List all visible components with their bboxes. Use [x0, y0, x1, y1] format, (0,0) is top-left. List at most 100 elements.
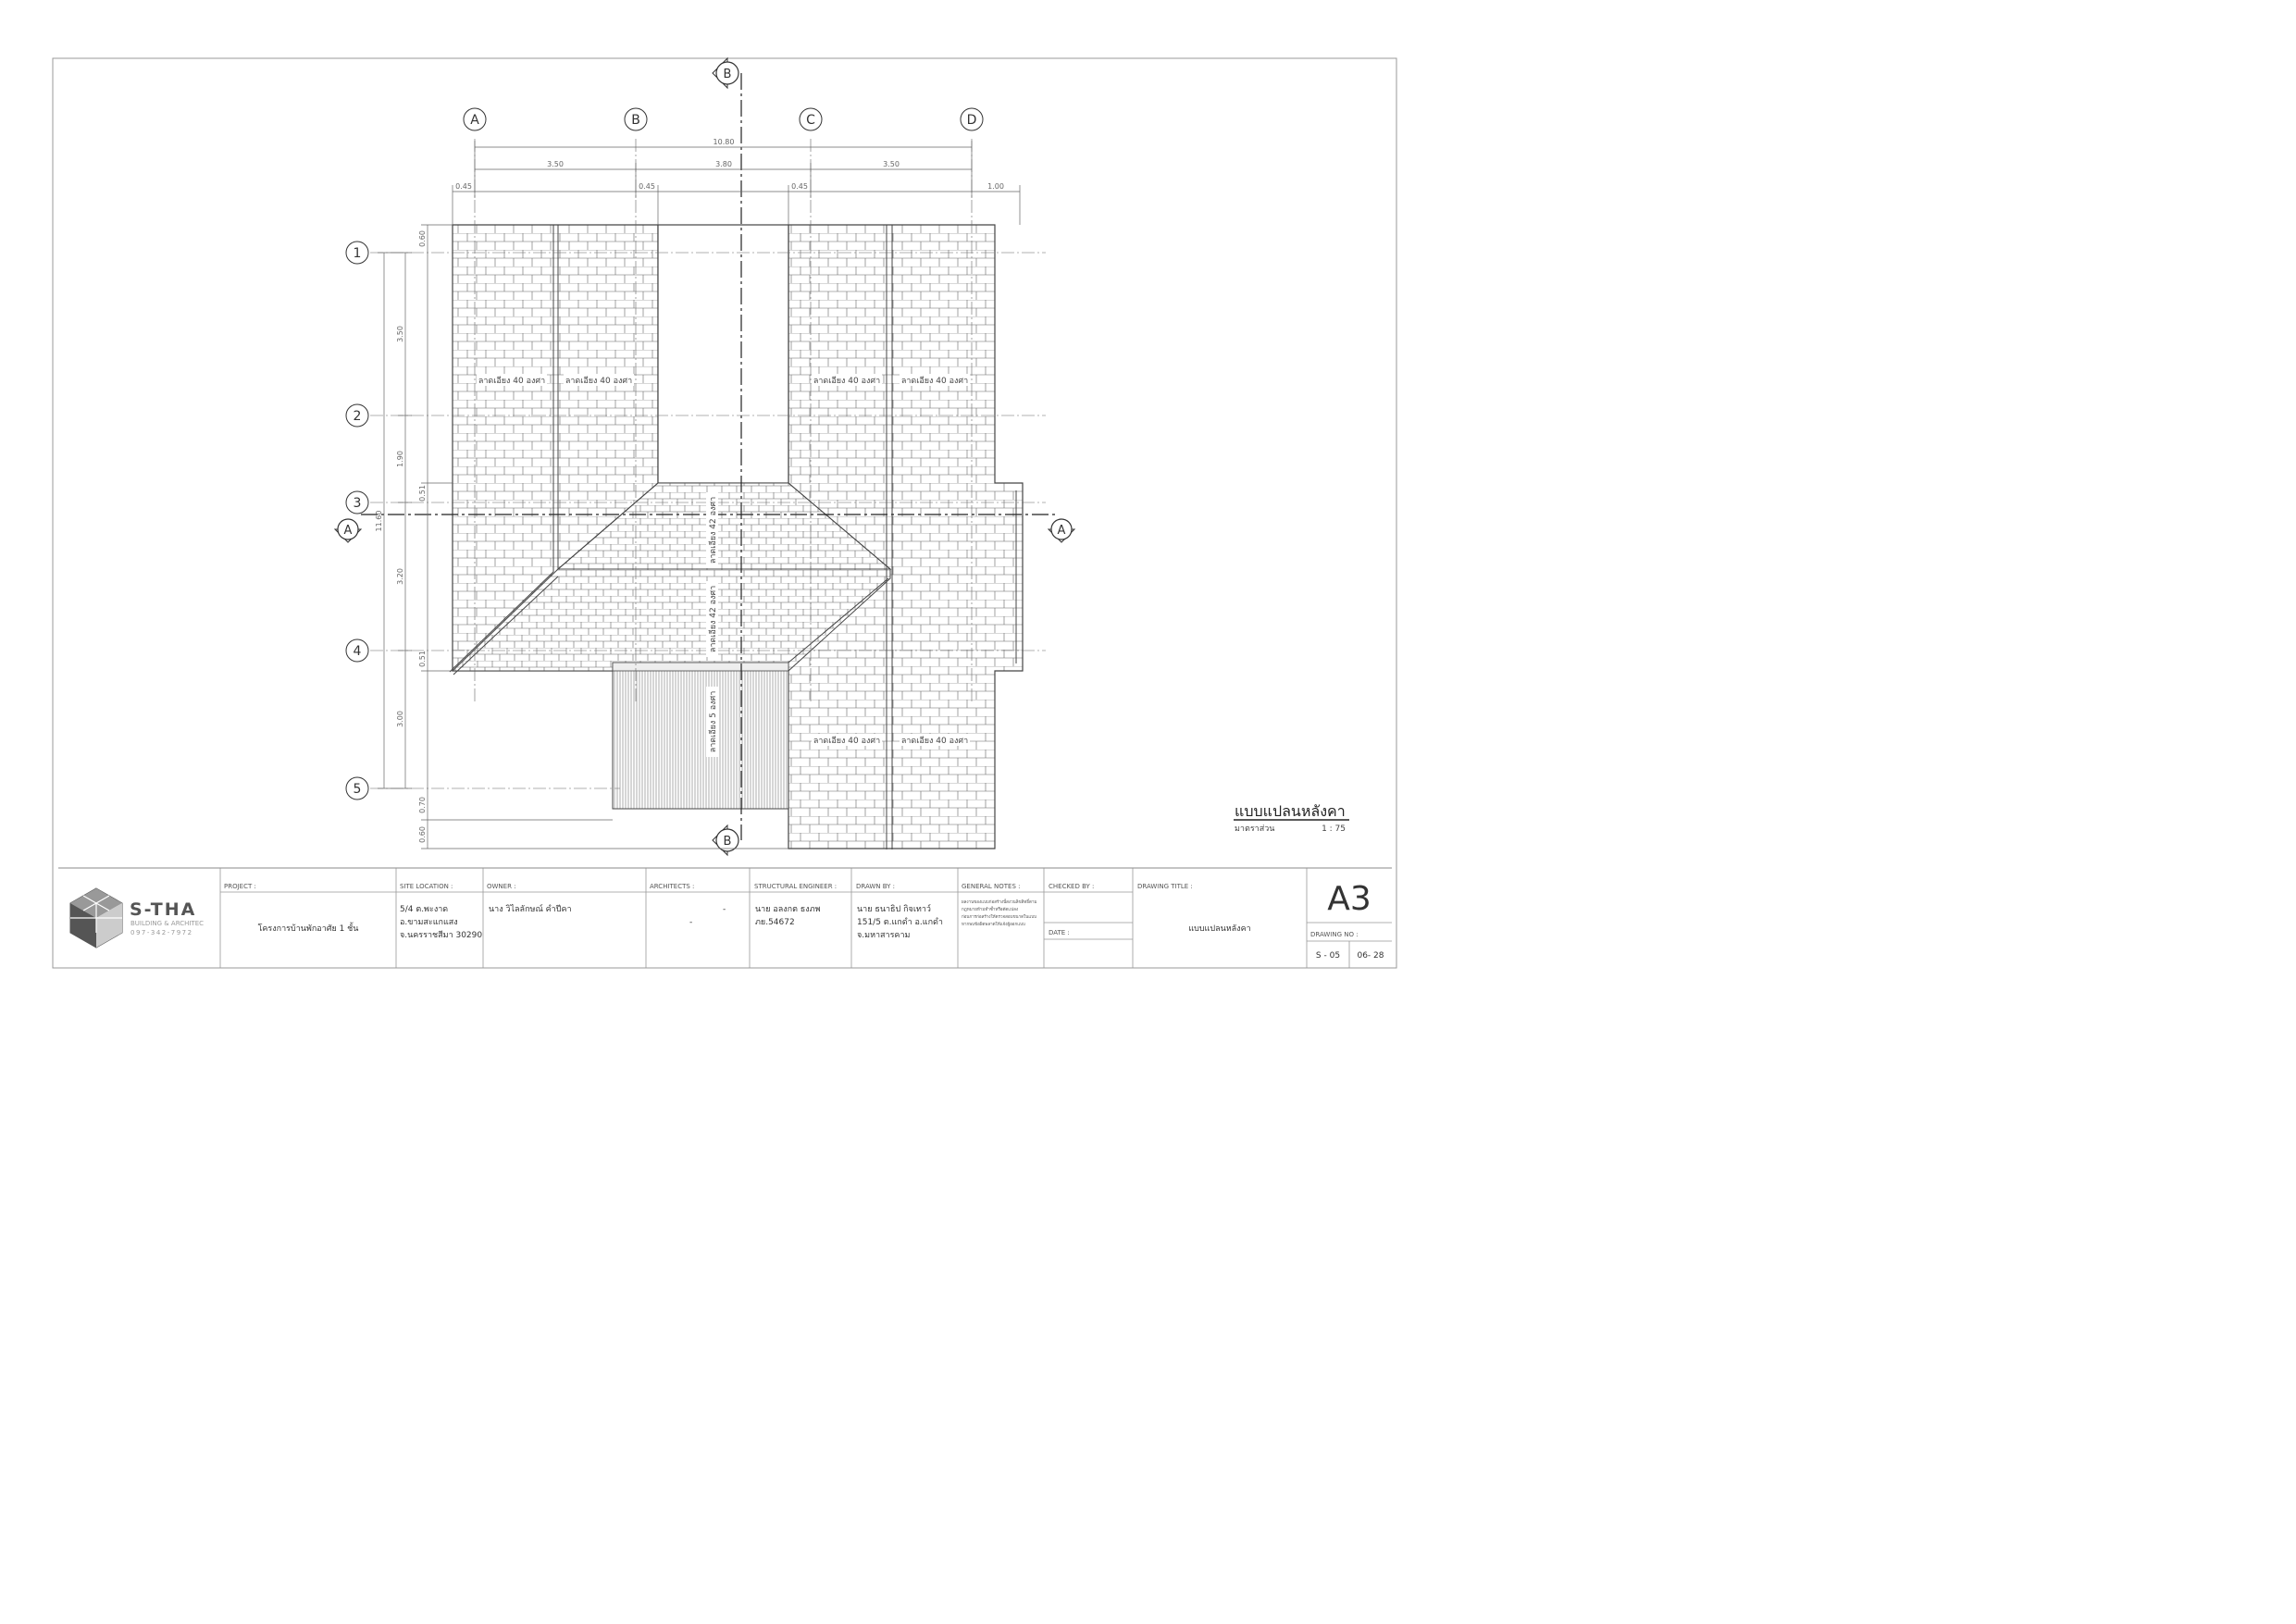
section-cut-lines — [361, 73, 1055, 840]
drawing-scale-value: 1 : 75 — [1322, 824, 1346, 834]
general-notes-label: GENERAL NOTES : — [962, 883, 1020, 890]
dim-v-4: 3.00 — [396, 711, 404, 727]
dim-overhang-4: 1.00 — [987, 182, 1004, 191]
roof-open-court — [657, 224, 789, 484]
svg-text:2: 2 — [354, 409, 362, 424]
roof-plan — [449, 224, 1024, 849]
svg-text:B: B — [724, 68, 732, 81]
column-bubble-A: A — [463, 107, 487, 131]
general-note-4: หากพบข้อผิดพลาดให้แจ้งผู้ออกแบบ — [962, 922, 1025, 927]
company-logo: S-THA BUILDING & ARCHITEC 097-342-7972 — [69, 887, 204, 948]
dim-v-1: 3.50 — [396, 326, 404, 342]
slope-label-upper-right-1: ลาดเอียง 40 องศา — [813, 376, 880, 386]
dim-v-overall: 11.60 — [375, 511, 383, 532]
svg-text:1: 1 — [354, 246, 362, 261]
slope-label-middle-1: ลาดเอียง 42 องศา — [708, 497, 718, 564]
dim-v-5a: 0.70 — [418, 797, 427, 813]
carport-roof — [612, 662, 789, 810]
svg-text:D: D — [967, 113, 977, 128]
drawn-by-label: DRAWN BY : — [856, 883, 895, 890]
slope-label-middle-2: ลาดเอียง 42 องศา — [708, 586, 718, 652]
row-bubble-4: 4 — [345, 638, 369, 663]
row-bubble-3: 3 — [345, 490, 369, 514]
slope-label-upper-left-2: ลาดเอียง 40 องศา — [565, 376, 632, 386]
drawn-by-line-1: นาย ธนาธิป กิจเทาว์ — [857, 903, 931, 914]
row-bubble-1: 1 — [345, 241, 369, 265]
dim-overhang-2: 0.45 — [639, 182, 655, 191]
svg-text:A: A — [470, 113, 479, 128]
slope-label-carport: ลาดเอียง 5 องศา — [708, 691, 718, 753]
sheet-size: A3 — [1327, 880, 1371, 918]
logo-tagline: BUILDING & ARCHITEC — [130, 920, 204, 927]
carport-gutter — [612, 662, 789, 672]
slope-label-lower-right-2: ลาดเอียง 40 องศา — [901, 736, 968, 746]
engineer-label: STRUCTURAL ENGINEER : — [754, 883, 837, 890]
svg-text:A: A — [1058, 524, 1066, 538]
drawing-scale-label: มาตราส่วน — [1235, 824, 1274, 834]
dim-v-2: 1.90 — [396, 451, 404, 467]
dim-v-5b: 0.60 — [418, 826, 427, 843]
site-line-1: 5/4 ต.พะงาด — [400, 905, 448, 914]
drawing-title-label: DRAWING TITLE : — [1137, 883, 1193, 890]
site-location-label: SITE LOCATION : — [400, 883, 453, 890]
roof-plan-drawing-sheet: A B C D 1 2 3 4 5 B B — [52, 56, 1397, 969]
row-bubble-2: 2 — [345, 403, 369, 428]
drawing-no-label: DRAWING NO : — [1310, 931, 1359, 938]
drawn-by-line-2: 151/5 ต.แกดำ อ.แกดำ — [857, 917, 943, 927]
general-note-1: ผลงานของแบบก่อสร้างนี้สงวนลิขสิทธิ์ตาม — [962, 898, 1036, 905]
horizontal-dimensions — [452, 141, 1021, 225]
section-marker-B-top: B — [712, 56, 739, 90]
dim-overhang-1: 0.45 — [455, 182, 472, 191]
svg-text:3: 3 — [354, 496, 362, 511]
dim-bay-2: 3.80 — [715, 160, 732, 168]
engineer-line-1: นาย อลงกต ธงภพ — [755, 905, 821, 914]
project-value: โครงการบ้านพักอาศัย 1 ชั้น — [258, 922, 359, 934]
section-marker-A-left: A — [333, 518, 363, 543]
checked-by-label: CHECKED BY : — [1049, 883, 1094, 890]
svg-text:B: B — [724, 835, 732, 849]
column-bubble-C: C — [799, 107, 823, 131]
drawing-title: แบบแปลนหลังคา — [1235, 802, 1346, 820]
svg-text:B: B — [631, 113, 640, 128]
date-label: DATE : — [1049, 929, 1070, 936]
section-marker-A-right: A — [1047, 518, 1076, 543]
svg-text:A: A — [344, 524, 353, 538]
dim-overhang-3: 0.45 — [791, 182, 808, 191]
logo-phone: 097-342-7972 — [130, 929, 193, 936]
vertical-dimensions — [378, 224, 788, 849]
slope-label-upper-left-1: ลาดเอียง 40 องศา — [478, 376, 545, 386]
site-line-2: อ.ขามสะแกแสง — [400, 918, 458, 927]
architects-label: ARCHITECTS : — [650, 883, 694, 890]
logo-name: S-THA — [130, 899, 196, 920]
project-label: PROJECT : — [224, 883, 256, 890]
sheet-number: 06- 28 — [1357, 951, 1384, 961]
architects-value-2: - — [689, 918, 692, 927]
row-bubble-5: 5 — [345, 776, 369, 800]
drawn-by-line-3: จ.มหาสารคาม — [857, 931, 911, 940]
architects-value-1: - — [723, 905, 726, 914]
drawing-title-value: แบบแปลนหลังคา — [1188, 924, 1250, 934]
svg-text:C: C — [806, 113, 815, 128]
roof-slope-labels: ลาดเอียง 40 องศา ลาดเอียง 40 องศา ลาดเอี… — [477, 374, 970, 757]
dim-v-overhang-top: 0.60 — [418, 230, 427, 247]
slope-label-lower-right-1: ลาดเอียง 40 องศา — [813, 736, 880, 746]
dim-bay-1: 3.50 — [547, 160, 564, 168]
sheet-border — [52, 57, 1397, 969]
engineer-line-2: ภย.54672 — [755, 918, 795, 927]
title-block: S-THA BUILDING & ARCHITEC 097-342-7972 P… — [58, 867, 1392, 968]
svg-text:5: 5 — [354, 782, 362, 797]
owner-value: นาง วิไลลักษณ์ คำปีคา — [489, 903, 572, 914]
slope-label-upper-right-2: ลาดเอียง 40 องศา — [901, 376, 968, 386]
drawing-no: S - 05 — [1316, 951, 1340, 961]
column-bubble-B: B — [624, 107, 648, 131]
section-marker-B-bottom: B — [712, 824, 739, 857]
owner-label: OWNER : — [487, 883, 516, 890]
column-bubble-D: D — [960, 107, 984, 131]
dim-v-3: 3.20 — [396, 568, 404, 585]
site-line-3: จ.นครราชสีมา 30290 — [400, 930, 482, 940]
dim-v-3a: 0.51 — [418, 485, 427, 502]
general-note-2: กฎหมายห้ามทำซ้ำหรือดัดแปลง — [962, 906, 1018, 912]
dim-bay-3: 3.50 — [883, 160, 900, 168]
dim-overall-width: 10.80 — [714, 138, 735, 146]
svg-text:4: 4 — [354, 644, 362, 659]
